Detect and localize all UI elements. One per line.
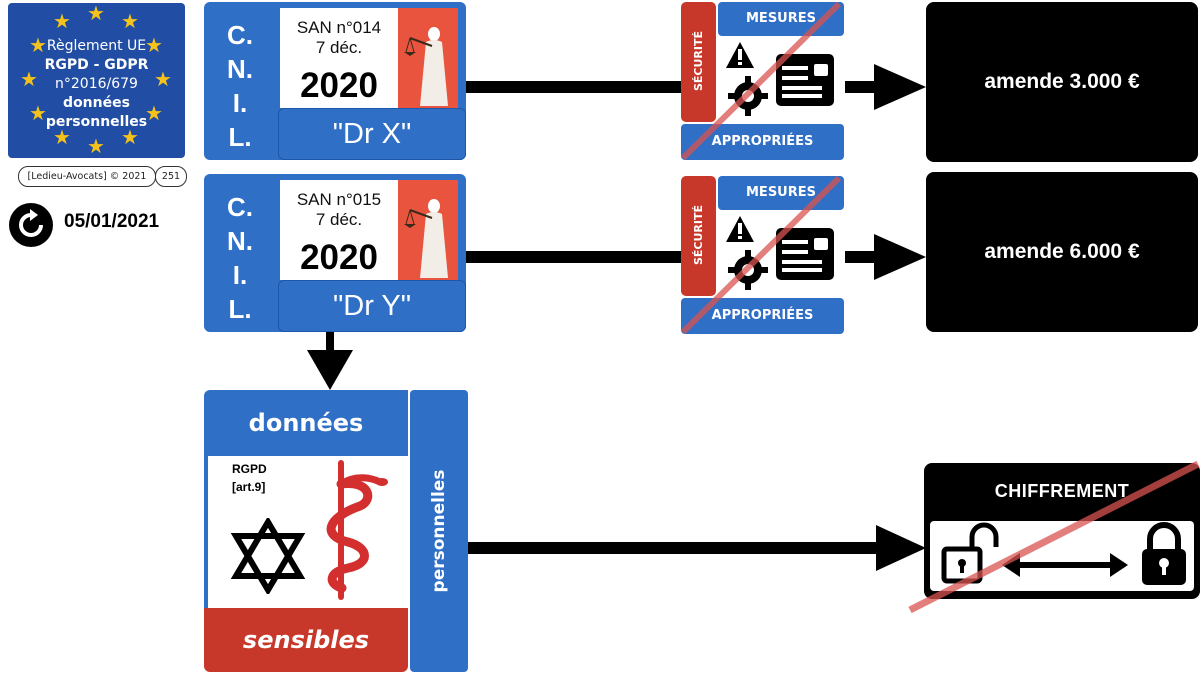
badge-line-2: RGPD - GDPR <box>44 57 149 73</box>
security-measures-card: SÉCURITÉ MESURES APPROPRIÉES <box>681 2 845 160</box>
fine-amount: amende 6.000 € <box>926 172 1198 332</box>
security-label: SÉCURITÉ <box>692 30 705 92</box>
sensitive-label: sensibles <box>204 608 408 672</box>
appropriate-label: APPROPRIÉES <box>681 298 844 334</box>
arrow-right-icon <box>874 234 926 280</box>
eu-star-icon: ★ <box>20 67 38 91</box>
cnil-letter: N. <box>227 226 253 256</box>
sanctioned-party: "Dr Y" <box>278 280 466 332</box>
cnil-label: C. N. I. L. <box>204 190 276 326</box>
measures-label: MESURES <box>718 176 844 210</box>
decision-year: 2020 <box>300 238 378 277</box>
eu-star-icon: ★ <box>87 134 105 158</box>
decision-year: 2020 <box>300 66 378 105</box>
rgpd-label: RGPD <box>232 462 267 476</box>
update-date: 05/01/2021 <box>64 211 160 232</box>
personal-data-tab: personnelles <box>410 390 468 672</box>
cnil-letter: L. <box>228 122 252 152</box>
eu-star-icon: ★ <box>121 9 139 33</box>
sanction-number: SAN n°014 <box>296 18 382 37</box>
medical-caduceus-icon <box>326 460 388 600</box>
arrow-down-icon <box>307 332 353 390</box>
page-number: 251 <box>155 166 187 187</box>
justice-statue-image <box>398 8 458 108</box>
data-header: données <box>204 390 408 456</box>
personal-label: personnelles <box>429 469 449 593</box>
eu-regulation-badge: ★ ★ ★ ★ ★ ★ ★ ★ ★ ★ ★ ★ Règlement UE RGP… <box>8 3 185 158</box>
measures-icons <box>718 36 844 122</box>
cnil-label: C. N. I. L. <box>204 18 276 154</box>
cnil-letter: C. <box>227 20 253 50</box>
eu-star-icon: ★ <box>29 33 47 57</box>
arrow-right-icon <box>874 64 926 110</box>
security-tab: SÉCURITÉ <box>681 176 716 296</box>
badge-line-5: personnelles <box>45 114 148 130</box>
eu-star-icon: ★ <box>154 67 172 91</box>
cnil-letter: N. <box>227 54 253 84</box>
encryption-title: CHIFFREMENT <box>994 481 1130 501</box>
decision-number: SAN n°014 7 déc. <box>280 18 398 58</box>
security-tab: SÉCURITÉ <box>681 2 716 122</box>
badge-line-4: données <box>63 95 130 111</box>
sensitive-data-box: données RGPD [art.9] sensibles <box>204 390 408 672</box>
eu-star-icon: ★ <box>53 125 71 149</box>
cnil-decision-card: C. N. I. L. SAN n°014 7 déc. 2020 "Dr X" <box>204 2 466 160</box>
sanction-date: 7 déc. <box>315 38 363 57</box>
article-label: [art.9] <box>232 480 266 494</box>
eu-star-icon: ★ <box>29 101 47 125</box>
cnil-letter: I. <box>232 88 248 118</box>
sanction-date: 7 déc. <box>315 210 363 229</box>
connector-line <box>468 542 888 554</box>
eu-star-icon: ★ <box>87 1 105 25</box>
star-of-david-icon <box>230 518 306 594</box>
cnil-letter: L. <box>228 294 252 324</box>
measures-label: MESURES <box>718 2 844 36</box>
refresh-icon <box>9 203 53 247</box>
measures-icons <box>718 210 844 296</box>
lady-justice-icon <box>404 199 448 278</box>
lady-justice-icon <box>404 27 448 106</box>
decision-reference: SAN n°015 7 déc. 2020 <box>280 180 398 280</box>
cnil-letter: I. <box>232 260 248 290</box>
arrow-right-icon <box>876 525 926 571</box>
copyright-credit: [Ledieu-Avocats] © 2021 <box>18 166 156 187</box>
eu-star-icon: ★ <box>145 33 163 57</box>
eu-star-icon: ★ <box>53 9 71 33</box>
badge-line-1: Règlement UE <box>46 38 147 54</box>
eu-star-icon: ★ <box>121 125 139 149</box>
badge-text: Règlement UE RGPD - GDPR n°2016/679 donn… <box>8 37 185 132</box>
decision-number: SAN n°015 7 déc. <box>280 190 398 230</box>
cnil-decision-card: C. N. I. L. SAN n°015 7 déc. 2020 "Dr Y" <box>204 174 466 332</box>
decision-reference: SAN n°014 7 déc. 2020 <box>280 8 398 108</box>
connector-line <box>466 81 681 93</box>
badge-line-3: n°2016/679 <box>55 76 138 92</box>
warning-gear-document-icon <box>726 42 834 116</box>
strike-through-mark <box>908 460 1200 614</box>
sanction-number: SAN n°015 <box>296 190 382 209</box>
fine-amount: amende 3.000 € <box>926 2 1198 162</box>
connector-line <box>466 251 681 263</box>
sanctioned-party: "Dr X" <box>278 108 466 160</box>
security-measures-card: SÉCURITÉ MESURES APPROPRIÉES <box>681 176 845 334</box>
rgpd-article: RGPD [art.9] <box>232 460 267 496</box>
appropriate-label: APPROPRIÉES <box>681 124 844 160</box>
cnil-letter: C. <box>227 192 253 222</box>
justice-statue-image <box>398 180 458 280</box>
eu-star-icon: ★ <box>145 101 163 125</box>
data-body: RGPD [art.9] <box>204 456 408 608</box>
warning-gear-document-icon <box>726 216 834 290</box>
security-label: SÉCURITÉ <box>692 204 705 266</box>
